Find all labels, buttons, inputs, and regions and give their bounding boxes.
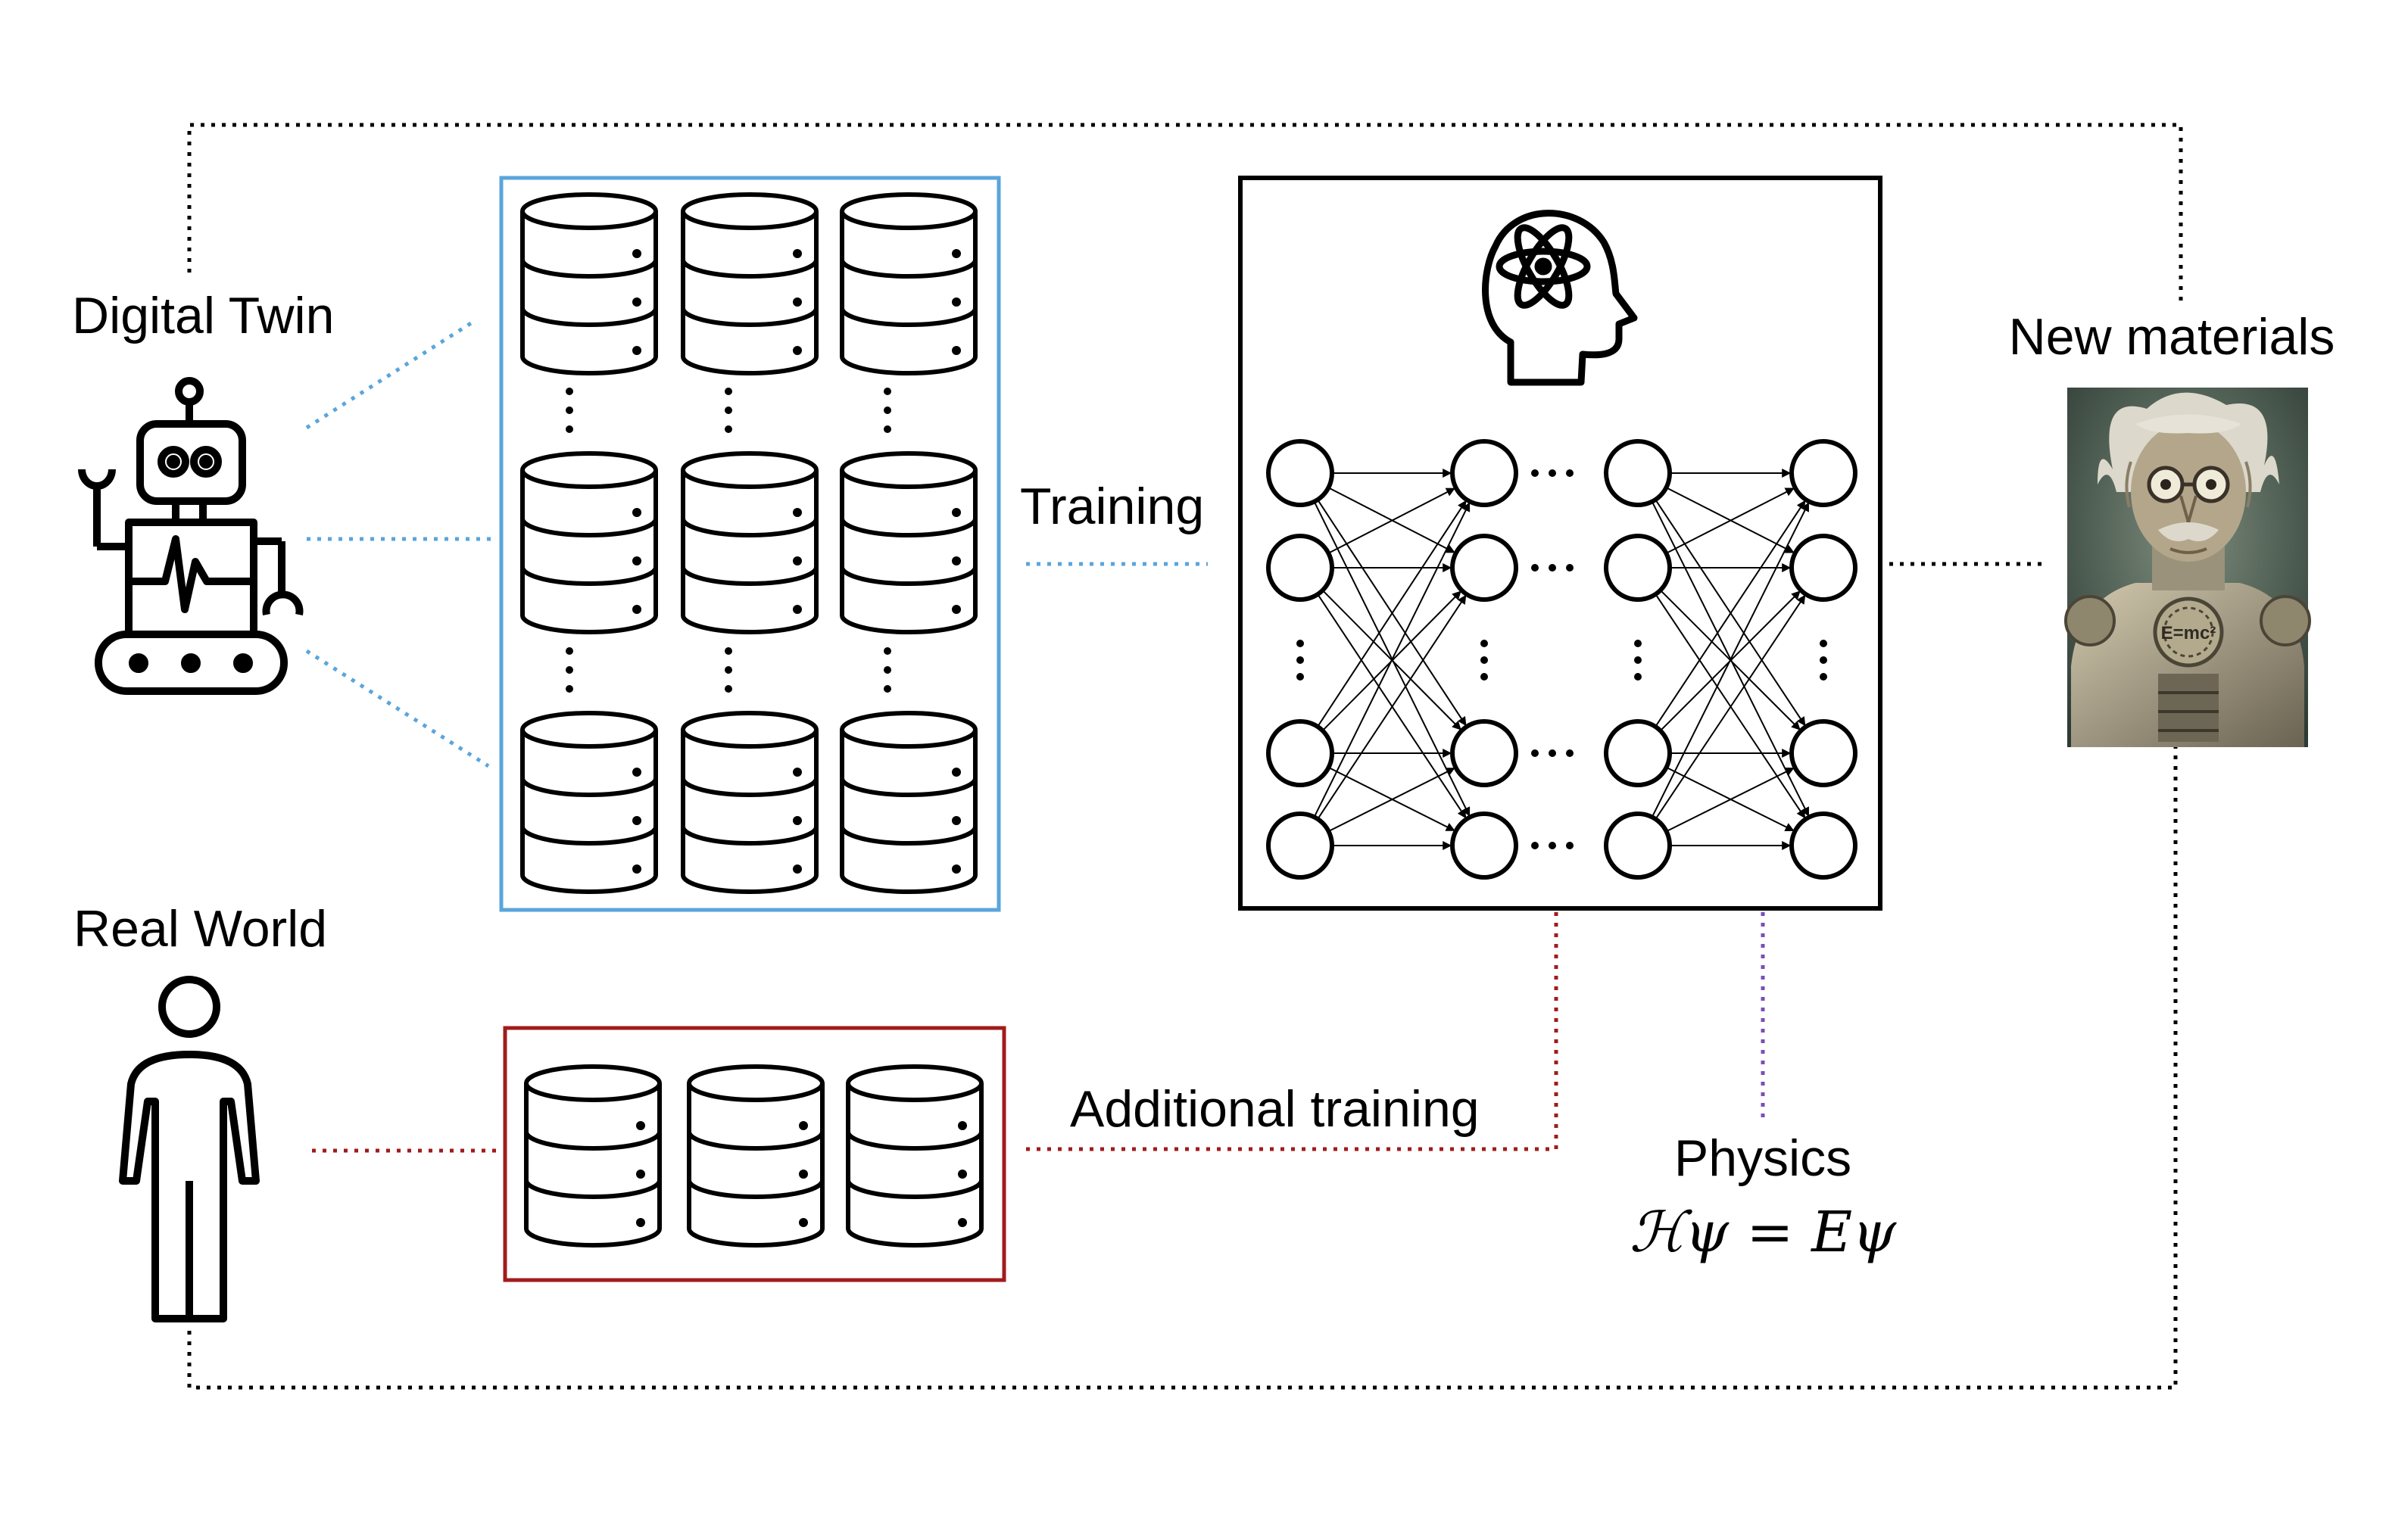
network-edge bbox=[1655, 594, 1806, 820]
vertical-ellipsis bbox=[566, 388, 891, 693]
database-icon bbox=[522, 713, 656, 892]
network-node bbox=[1450, 811, 1518, 880]
network-edge bbox=[1313, 502, 1471, 818]
network-node bbox=[1450, 719, 1518, 787]
physics-label: Physics bbox=[1674, 1129, 1851, 1187]
real-world-datasets bbox=[526, 1067, 981, 1245]
network-node bbox=[1789, 811, 1857, 880]
database-icon bbox=[522, 195, 656, 373]
portrait-badge: E=mc² bbox=[2161, 623, 2216, 643]
network-node bbox=[1266, 534, 1334, 602]
network-edges bbox=[1313, 469, 1810, 850]
network-node bbox=[1604, 719, 1672, 787]
database-icon bbox=[848, 1067, 981, 1245]
network-edge bbox=[1665, 487, 1795, 554]
real-world-label: Real World bbox=[73, 900, 327, 958]
network-edge bbox=[1327, 487, 1455, 554]
network-edge bbox=[1651, 502, 1810, 818]
real-world-links bbox=[312, 911, 1558, 1153]
network-nodes bbox=[1266, 439, 1857, 880]
database-icon bbox=[689, 1067, 822, 1245]
robot-icon bbox=[78, 377, 304, 695]
database-icon bbox=[842, 713, 975, 892]
database-icon bbox=[683, 195, 816, 373]
network-edge bbox=[1317, 594, 1467, 820]
network-node bbox=[1450, 534, 1518, 602]
network-node bbox=[1266, 439, 1334, 507]
network-node bbox=[1604, 439, 1672, 507]
network-node bbox=[1450, 439, 1518, 507]
network-edge bbox=[1655, 500, 1806, 727]
feedback-loop bbox=[187, 123, 2183, 1390]
brain-atom-icon bbox=[1482, 210, 1638, 386]
digital-twin-label: Digital Twin bbox=[72, 287, 334, 344]
network-edge bbox=[1666, 767, 1795, 833]
database-icon bbox=[683, 453, 816, 632]
additional-training-label: Additional training bbox=[1070, 1080, 1480, 1138]
network-ellipsis bbox=[1296, 469, 1827, 849]
person-icon bbox=[119, 976, 260, 1322]
database-icon bbox=[842, 195, 975, 373]
network-node bbox=[1789, 439, 1857, 507]
network-node bbox=[1789, 534, 1857, 602]
network-node bbox=[1604, 534, 1672, 602]
network-edge bbox=[1328, 767, 1455, 833]
network-node bbox=[1604, 811, 1672, 880]
network-node bbox=[1266, 719, 1334, 787]
database-icon bbox=[842, 453, 975, 632]
robot-scientist-portrait: E=mc² bbox=[2064, 388, 2311, 747]
training-label: Training bbox=[1020, 478, 1204, 535]
database-icon bbox=[522, 453, 656, 632]
digital-twin-datasets bbox=[522, 195, 975, 892]
database-icon bbox=[683, 713, 816, 892]
new-materials-label: New materials bbox=[2009, 308, 2335, 366]
network-node bbox=[1789, 719, 1857, 787]
network-edge bbox=[1317, 500, 1467, 727]
network-node bbox=[1266, 811, 1334, 880]
digital-twin-links bbox=[305, 319, 1208, 768]
model-box bbox=[1238, 176, 1882, 911]
database-icon bbox=[526, 1067, 660, 1245]
physics-equation: ℋψ = Eψ bbox=[1630, 1200, 1897, 1265]
